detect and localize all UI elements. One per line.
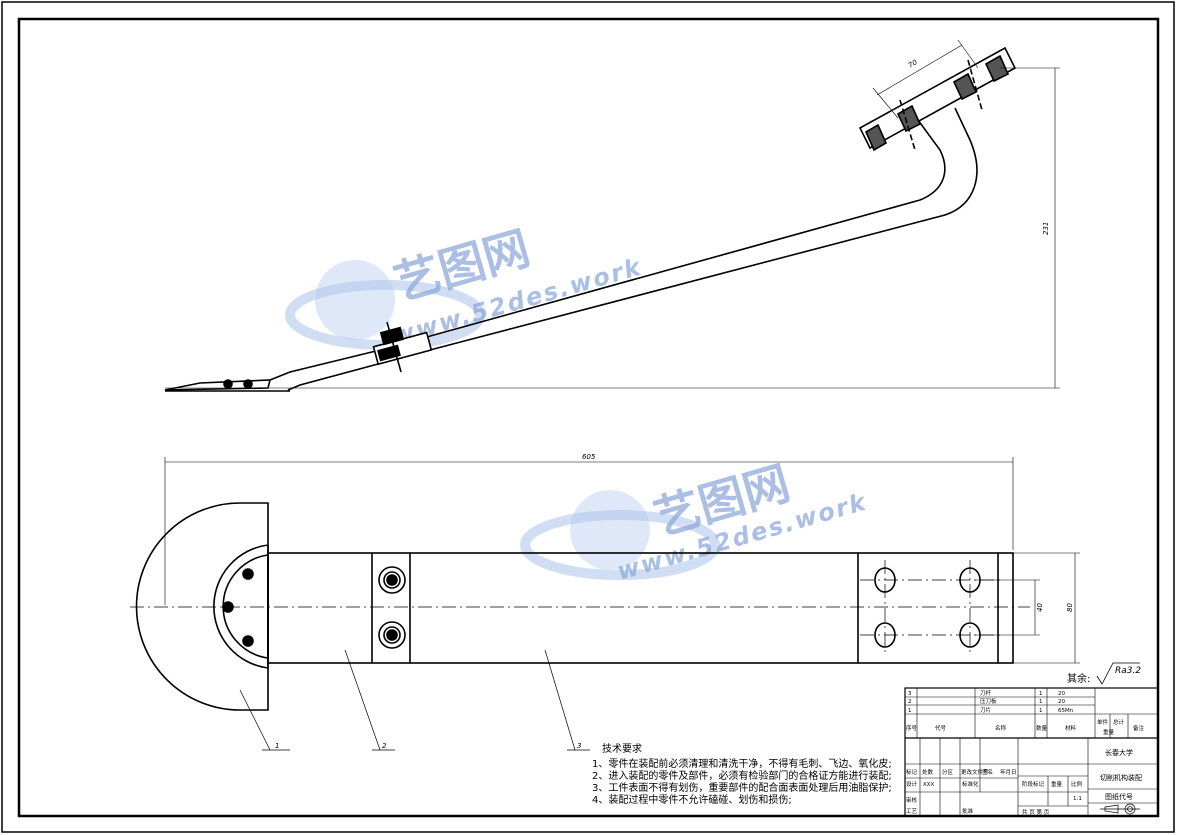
title-block-frame: [904, 687, 1159, 817]
design-label: 设计: [906, 780, 918, 788]
clamp-nut: [379, 326, 405, 346]
dimension-hole-spacing: [872, 39, 979, 119]
blade-bolt-hole: [242, 635, 254, 647]
approve-label: 批准: [962, 807, 974, 815]
bom-name: 压刀板: [980, 697, 997, 705]
bom-material: 65Mn: [1058, 708, 1074, 714]
clamp-bolt: [378, 566, 406, 594]
revision-label: 更改文件号: [961, 768, 989, 776]
roughness-prefix: 其余:: [1067, 672, 1090, 685]
balloon-1: 1: [275, 742, 279, 750]
bom-qty: 1: [1039, 699, 1043, 705]
drawing-number: 图纸代号: [1105, 792, 1133, 801]
revision-label: 标记: [906, 768, 918, 776]
bom-no: 2: [908, 699, 912, 705]
dim-605: 605: [582, 453, 596, 461]
projection-symbol-icon: [1100, 803, 1140, 815]
clamp-bolt: [378, 621, 406, 649]
bom-header: 数量: [1036, 724, 1048, 732]
scale-label: 比例: [1071, 780, 1083, 788]
center-lines: [130, 560, 1030, 655]
tech-item: 4、装配过程中零件不允许磕碰、划伤和损伤;: [592, 793, 792, 806]
bom-header: 序号: [906, 724, 918, 732]
process-label: 工艺: [906, 808, 918, 815]
bom-header: 总计: [1113, 718, 1125, 726]
plan-view: [135, 502, 1014, 711]
design-name: XXX: [923, 782, 935, 788]
scale-value: 1:1: [1073, 796, 1082, 802]
stage-label: 阶段标记: [1022, 780, 1045, 788]
blade-half-ring: [135, 502, 269, 711]
balloon-leaders: [239, 649, 590, 751]
balloon-2: 2: [382, 742, 387, 750]
revision-label: 年月日: [1000, 768, 1017, 776]
bom-no: 3: [908, 691, 912, 697]
bom-no: 1: [908, 708, 912, 714]
bom-material: 20: [1058, 699, 1065, 705]
bom-header-sub: 重量: [1103, 728, 1115, 736]
sheet-label: 共 页 第 页: [1022, 808, 1050, 816]
watermark-middle: 艺图网 www.52des.work: [520, 456, 870, 586]
dim-70: 70: [907, 58, 919, 70]
bom-header: 代号: [935, 724, 947, 732]
bar-body: [267, 552, 1014, 664]
check-label: 审核: [906, 796, 918, 804]
blade-bolt: [243, 379, 253, 389]
bom-header: 单件: [1097, 718, 1109, 726]
bom-name: 刀杆: [980, 689, 992, 697]
school-name: 长春大学: [1105, 748, 1133, 757]
side-view: [164, 46, 1017, 392]
revision-label: 签名: [982, 768, 993, 776]
revision-label: 处数: [922, 768, 934, 776]
blade-bolt-hole: [242, 568, 254, 580]
dimension-length: [164, 457, 1080, 664]
blade-profile: [164, 379, 272, 391]
bom-header: 备注: [1133, 724, 1145, 732]
bom-qty: 1: [1039, 691, 1043, 697]
roughness-value: Ra3.2: [1115, 666, 1141, 676]
blade-bolt: [223, 379, 233, 389]
tech-item: 1、零件在装配前必须清理和清洗干净，不得有毛刺、飞边、氧化皮;: [592, 757, 892, 770]
bom-header: 名称: [995, 724, 1007, 732]
bar-profile: [269, 119, 946, 381]
drawing-name: 切削机构装配: [1100, 773, 1142, 782]
balloon-3: 3: [577, 742, 581, 750]
bom-header: 材料: [1065, 724, 1077, 732]
dimension-height: [165, 67, 1060, 389]
weight-label: 重量: [1051, 780, 1063, 788]
inner-border: [17, 17, 1160, 818]
tech-item: 2、进入装配的零件及部件，必须有检验部门的合格证方能进行装配;: [592, 769, 892, 782]
revision-label: 分区: [942, 768, 954, 776]
dim-40: 40: [1036, 603, 1044, 612]
watermark-top: 艺图网 www.52des.work: [285, 221, 645, 351]
bom-material: 20: [1058, 691, 1065, 697]
dim-231: 231: [1042, 222, 1050, 235]
tech-title: 技术要求: [602, 742, 642, 755]
roughness-symbol: [1096, 662, 1140, 685]
bom-name: 刀片: [980, 706, 991, 714]
bom-qty: 1: [1039, 708, 1043, 714]
std-label: 标准化: [962, 780, 979, 788]
dim-80: 80: [1066, 603, 1074, 612]
tech-item: 3、工件表面不得有划伤，重要部件的配合面表面处理后用油脂保护;: [592, 781, 892, 794]
